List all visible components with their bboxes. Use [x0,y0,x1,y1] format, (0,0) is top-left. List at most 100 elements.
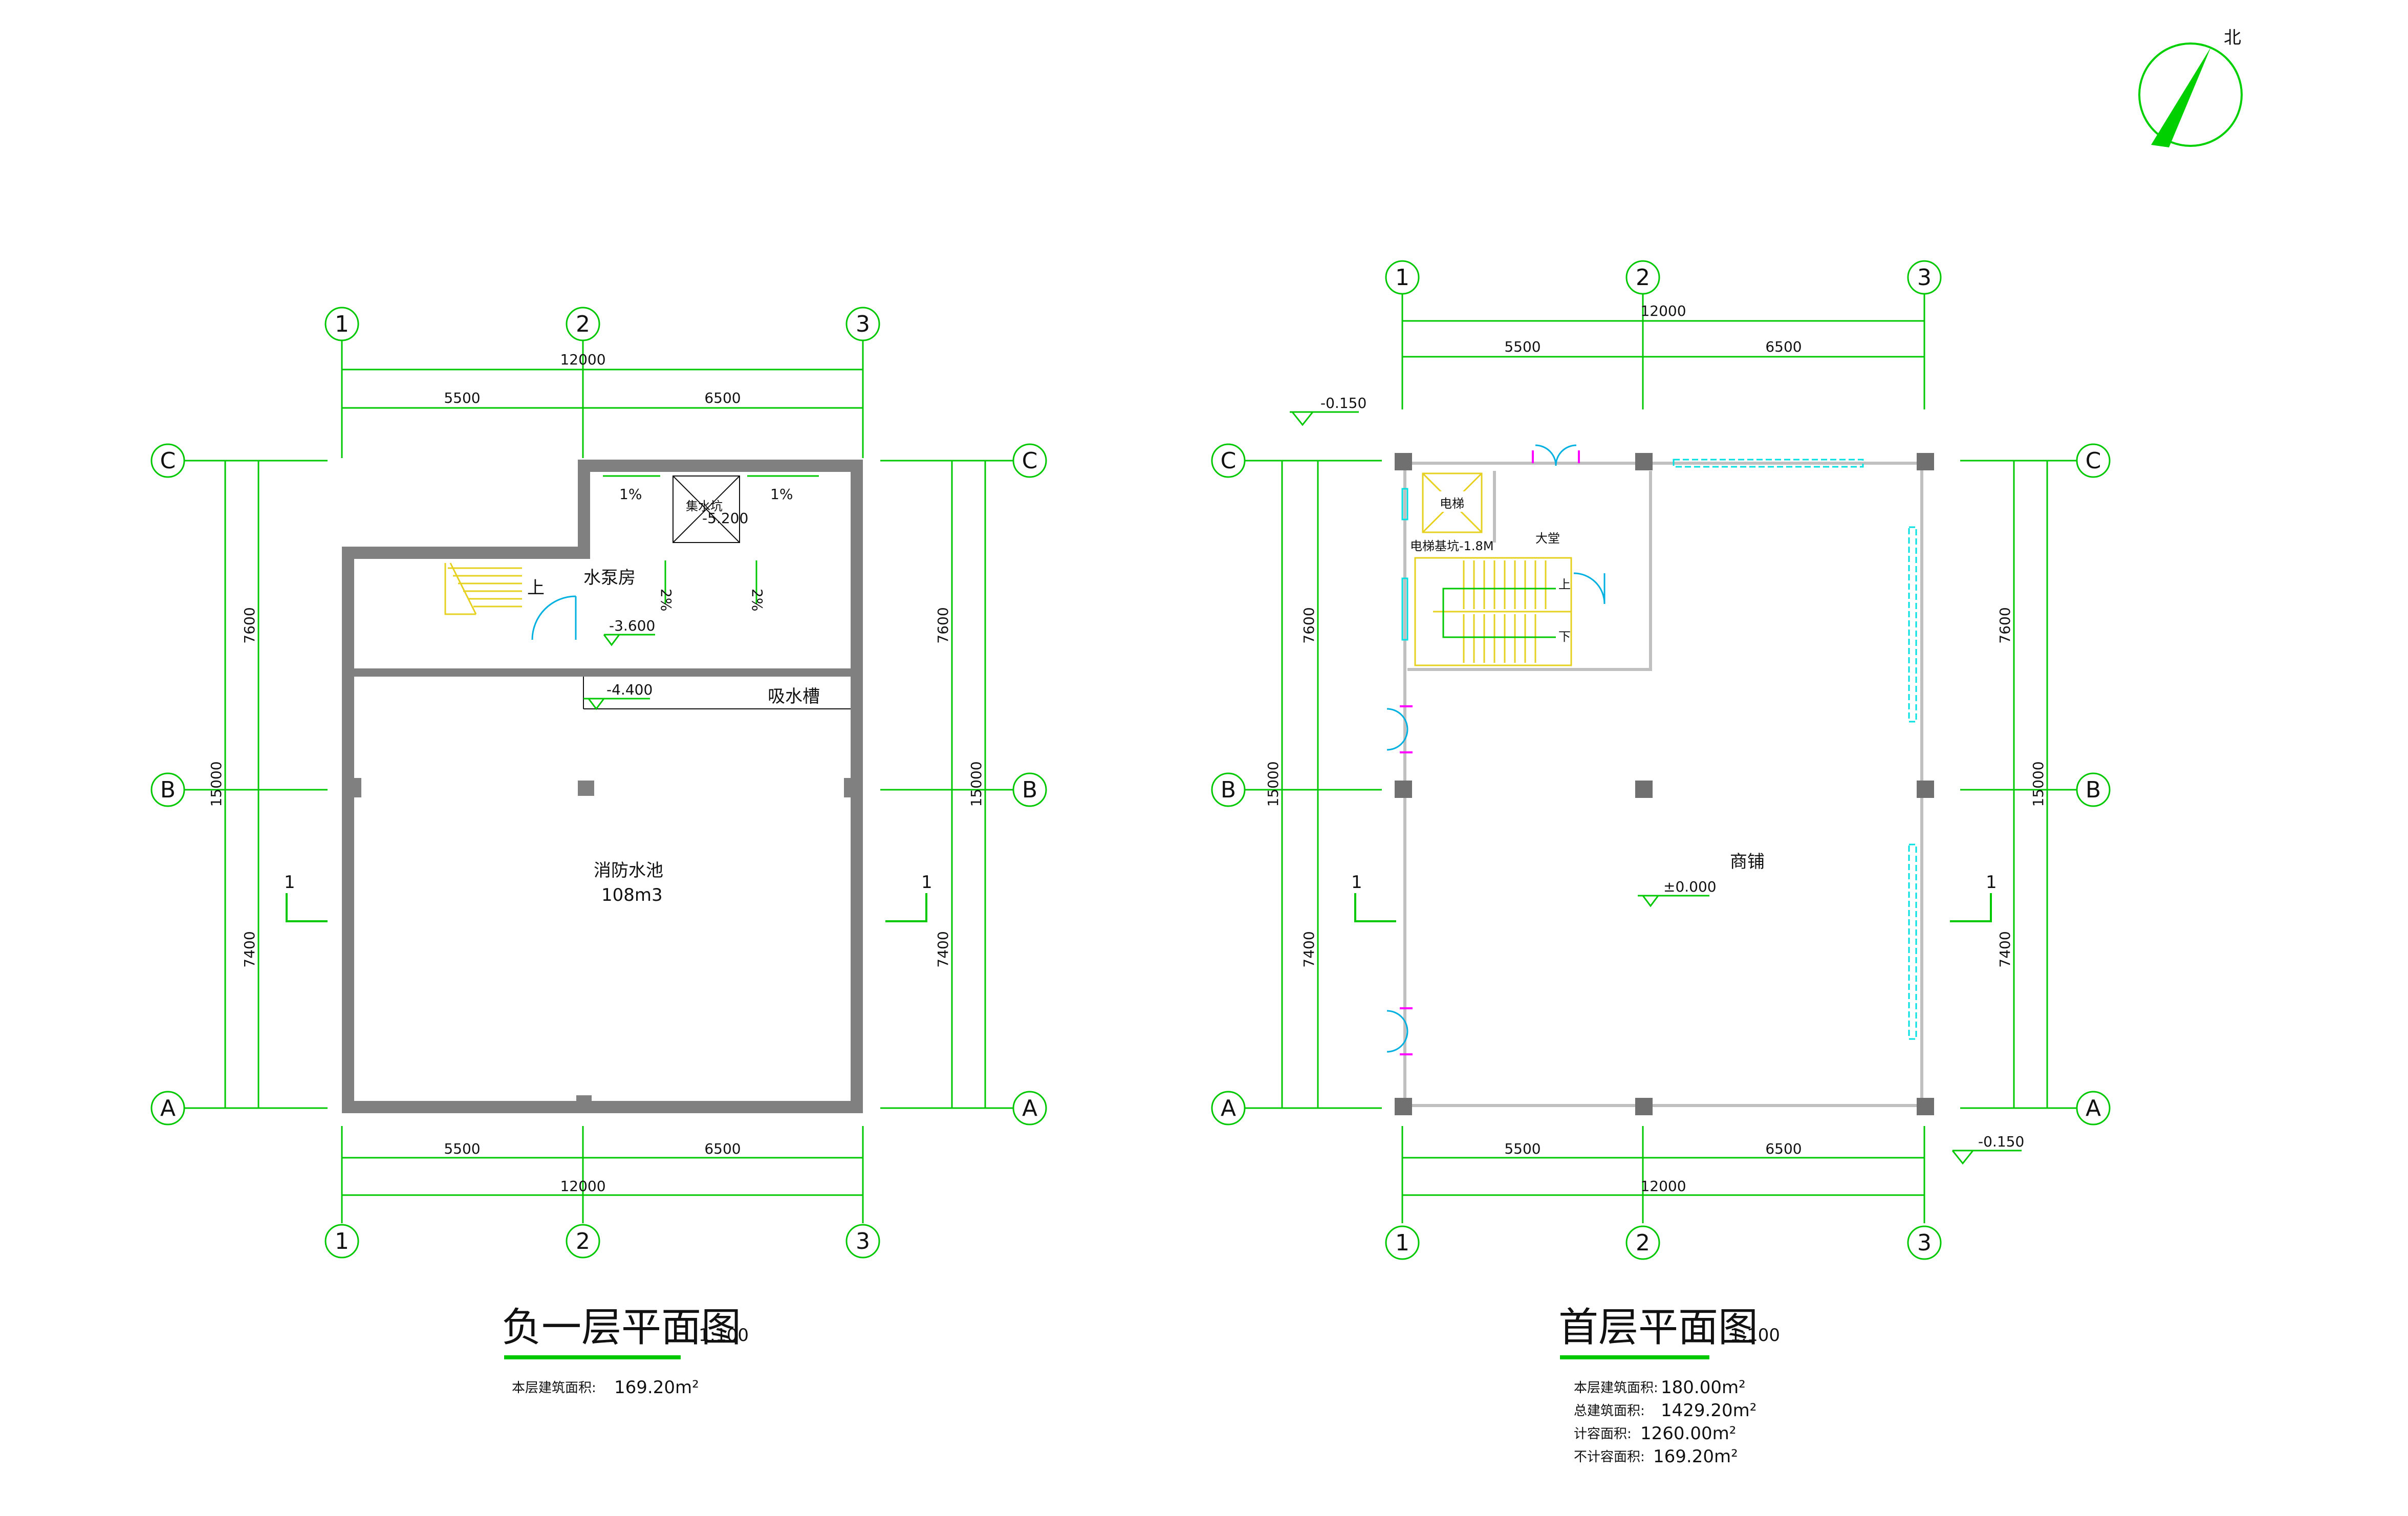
basement-axis-bubbles-bottom [324,1224,880,1259]
basement-sump-pit [672,475,740,543]
ground-shop-label: 商铺 [1730,852,1765,872]
basement-top-dimensions [341,340,864,458]
basement-axis-2-bottom: 2 [576,1228,590,1254]
ground-dim-23-bottom: 6500 [1765,1140,1802,1157]
ground-scale: 1:100 [1730,1325,1780,1346]
basement-right-dimensions [880,460,1016,1109]
basement-dim-ba-right: 7400 [935,931,951,967]
ground-axis-bubbles-right [2076,443,2111,1125]
basement-section-marks [286,893,927,922]
ground-top-dimensions [1401,292,1925,409]
ground-axis-b-left: B [1221,777,1236,803]
basement-door [531,595,577,640]
basement-slope-3: 2% [658,589,675,611]
basement-axis-bubbles-left [150,443,185,1125]
ground-level-mark-floor [1638,895,1709,907]
ground-elevator-pit: 电梯基坑-1.8M [1410,539,1494,553]
ground-left-dimensions [1239,460,1382,1109]
basement-bottom-dimensions [341,1126,864,1223]
ground-axis-a-right: A [2086,1095,2101,1121]
basement-pool-volume: 108m3 [601,885,663,905]
ground-core-walls [1407,471,1652,671]
ground-axis-1-bottom: 1 [1395,1230,1409,1256]
basement-dim-total-bottom: 12000 [560,1178,605,1195]
basement-slope-arrows [603,475,819,604]
ground-plan: 12000 5500 6500 1 2 3 5500 6500 12000 1 … [1211,260,2111,1467]
ground-stair-arrows [1442,588,1556,638]
ground-level-top: -0.150 [1320,395,1366,412]
basement-section-mark-right: 1 [921,872,932,893]
basement-suction-trough-label: 吸水槽 [768,686,820,707]
ground-doors [1386,444,1606,1053]
basement-axis-bubbles-right [1012,443,1047,1125]
basement-axis-1-bottom: 1 [335,1228,349,1254]
basement-level-mark-trough [583,698,650,710]
ground-axis-c-left: C [1221,448,1236,474]
ground-axis-2-bottom: 2 [1636,1230,1650,1256]
ground-elevator-label-bg [1436,491,1466,512]
basement-left-dimensions [184,460,328,1109]
ground-elevator-label: 电梯 [1440,496,1464,511]
basement-axis-3-top: 3 [856,311,870,337]
north-label: 北 [2224,28,2241,48]
basement-area-value: 169.20m² [614,1377,699,1398]
ground-windows [1401,459,1917,1040]
ground-axis-a-left: A [1221,1095,1236,1121]
ground-dim-cb-left: 7600 [1300,607,1317,643]
basement-axis-a-right: A [1022,1095,1037,1121]
ground-axis-1-top: 1 [1395,265,1409,291]
basement-axis-2-top: 2 [576,311,590,337]
ground-level-mark-bottom [1951,1150,2022,1165]
basement-axis-b-right: B [1022,777,1037,803]
basement-section-mark-left: 1 [284,872,295,893]
ground-area-value-3: 1260.00m² [1640,1423,1736,1444]
ground-level-mark-top [1290,411,1359,426]
ground-dim-cb-right: 7600 [1997,607,2013,643]
basement-slope-2: 1% [770,486,793,503]
ground-dim-total-top: 12000 [1640,302,1686,319]
ground-outline [1403,462,1923,1107]
ground-axis-3-bottom: 3 [1917,1230,1932,1256]
ground-stair-up: 上 [1558,577,1571,592]
ground-door-marks [1400,450,1580,1055]
basement-pit-label: 集水坑 [686,499,723,513]
basement-dim-ba-left: 7400 [241,931,258,967]
ground-stair [1414,557,1572,666]
basement-stair [444,562,522,615]
basement-axis-c-left: C [160,448,176,474]
ground-axis-c-right: C [2086,448,2101,474]
basement-pump-room-label: 水泵房 [583,568,636,588]
basement-level-mark-pump [603,634,655,646]
ground-axis-3-top: 3 [1917,265,1932,291]
basement-dim-23-bottom: 6500 [704,1140,741,1157]
basement-dim-total-left: 15000 [208,761,225,807]
ground-dim-total-left: 15000 [1265,761,1282,807]
basement-axis-bubbles-top [324,307,880,341]
ground-section-mark-left: 1 [1351,872,1362,893]
ground-area-label-4: 不计容面积: [1574,1449,1645,1465]
basement-dim-12-top: 5500 [444,389,480,406]
basement-dim-23-top: 6500 [704,389,741,406]
ground-stair-down: 下 [1558,630,1571,644]
ground-dim-12-top: 5500 [1504,338,1541,355]
basement-fire-pool-label: 消防水池 [594,860,663,881]
basement-area-label: 本层建筑面积: [512,1380,596,1396]
basement-dim-12-bottom: 5500 [444,1140,480,1157]
ground-area-value-1: 180.00m² [1661,1377,1746,1398]
basement-dim-cb-left: 7600 [241,607,258,643]
basement-dim-cb-right: 7600 [935,607,951,643]
basement-pit-level: -5.200 [702,510,748,527]
basement-walls [342,460,863,1113]
ground-dim-23-top: 6500 [1765,338,1802,355]
ground-axis-bubbles-bottom [1385,1225,1942,1260]
ground-lobby-label: 大堂 [1535,531,1560,546]
basement-slope-1: 1% [619,486,642,503]
north-arrow: 北 [2138,28,2243,147]
ground-columns [1395,453,1934,1115]
north-arrow-pointer [2151,47,2211,147]
basement-suction-trough [583,677,851,709]
basement-pump-room-level: -3.600 [609,617,655,634]
basement-axis-c-right: C [1022,448,1038,474]
ground-right-dimensions [1960,460,2078,1109]
ground-axis-2-top: 2 [1636,265,1650,291]
